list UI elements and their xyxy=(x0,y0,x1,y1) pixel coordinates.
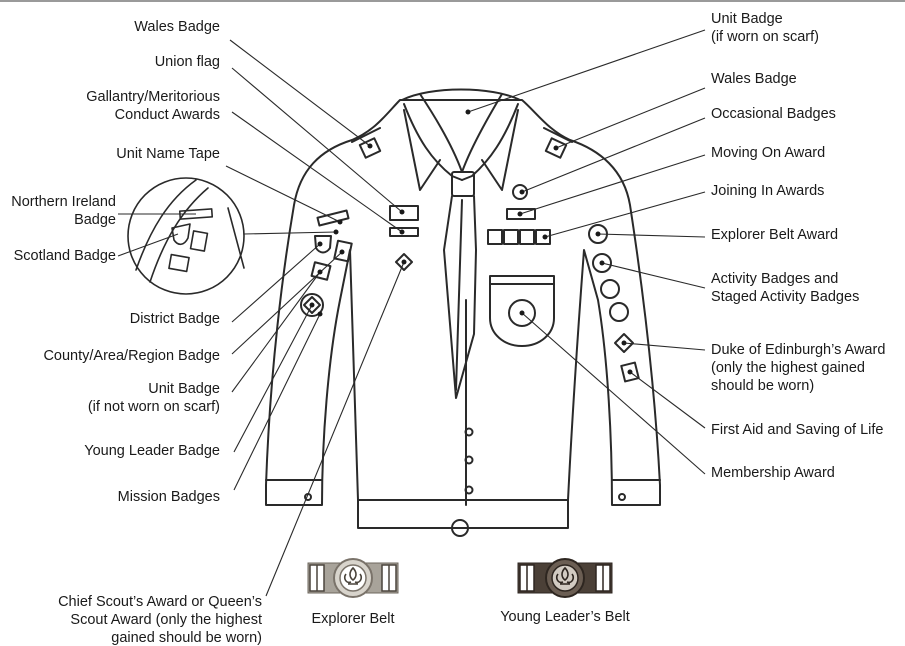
young-leaders-belt-illustration xyxy=(517,558,613,598)
label-scotland-badge: Scotland Badge xyxy=(13,248,116,264)
scarf-tail xyxy=(443,195,477,399)
button xyxy=(464,427,474,437)
membership-badge xyxy=(508,299,536,327)
inset-scotland xyxy=(171,223,191,246)
union-flag-badge xyxy=(389,205,419,221)
collar-right xyxy=(481,109,519,191)
fleur-de-lis-icon xyxy=(556,566,574,585)
first-aid-badge xyxy=(620,361,640,383)
label-first-aid: First Aid and Saving of Life xyxy=(711,422,884,438)
inset-circle xyxy=(127,177,245,295)
label-moving-on-award: Moving On Award xyxy=(711,145,826,161)
unit-badge xyxy=(310,261,332,281)
label-chief-scout-award: Chief Scout’s Award or Queen’s Scout Awa… xyxy=(58,594,262,646)
inset-ni-tape xyxy=(178,208,214,220)
label-gallantry: Gallantry/Meritorious Conduct Awards xyxy=(86,89,220,123)
epaulette-left xyxy=(351,127,381,143)
epaulette-right xyxy=(543,127,573,143)
moving-on-badge xyxy=(512,184,528,200)
collar-band xyxy=(401,88,521,101)
young-leader-badge xyxy=(300,293,324,317)
gallantry-bar xyxy=(389,227,419,237)
label-explorer-belt-award: Explorer Belt Award xyxy=(711,227,839,243)
scarf-left xyxy=(403,103,463,181)
woggle xyxy=(451,171,475,197)
button xyxy=(464,455,474,465)
district-badge xyxy=(314,235,332,254)
chief-scout-badge xyxy=(395,253,413,271)
scarf-inner xyxy=(419,93,503,173)
explorer-belt-illustration xyxy=(307,558,399,598)
label-wales-badge-left: Wales Badge xyxy=(134,19,220,35)
top-border xyxy=(0,0,905,2)
activity-badge-2 xyxy=(600,279,620,299)
scarf-right xyxy=(461,103,519,181)
label-unit-badge-scarf: Unit Badge (if worn on scarf) xyxy=(711,11,819,45)
belt-buckle xyxy=(451,519,469,537)
occasional-badge xyxy=(506,208,536,220)
collar-left xyxy=(403,109,441,191)
joining-in-1 xyxy=(487,229,503,245)
inset-unit xyxy=(168,253,190,273)
dofe-badge xyxy=(614,333,634,353)
label-unit-name-tape: Unit Name Tape xyxy=(116,146,220,162)
inset-county xyxy=(189,230,209,252)
wales-badge-right xyxy=(544,137,568,159)
activity-badge-3 xyxy=(609,302,629,322)
county-badge xyxy=(333,239,353,263)
activity-badge-1 xyxy=(592,253,612,273)
label-union-flag: Union flag xyxy=(154,54,220,70)
label-unit-badge-sleeve: Unit Badge (if not worn on scarf) xyxy=(87,381,220,415)
label-northern-ireland: Northern Ireland Badge xyxy=(11,194,116,228)
label-joining-in-awards: Joining In Awards xyxy=(711,183,825,199)
wales-badge-left xyxy=(358,137,382,159)
pocket xyxy=(489,275,555,347)
label-membership-award: Membership Award xyxy=(711,465,835,481)
fleur-de-lis-icon xyxy=(344,566,362,585)
joining-in-2 xyxy=(503,229,519,245)
label-activity-badges: Activity Badges and Staged Activity Badg… xyxy=(711,271,860,305)
joining-in-4 xyxy=(535,229,551,245)
joining-in-3 xyxy=(519,229,535,245)
label-explorer-belt: Explorer Belt xyxy=(311,611,395,627)
button xyxy=(464,485,474,495)
label-mission-badges: Mission Badges xyxy=(117,489,220,505)
label-occasional-badges: Occasional Badges xyxy=(711,106,836,122)
label-county-badge: County/Area/Region Badge xyxy=(43,348,220,364)
label-district-badge: District Badge xyxy=(129,311,220,327)
label-duke-of-edinburgh: Duke of Edinburgh’s Award (only the high… xyxy=(711,342,886,394)
label-young-leaders-belt: Young Leader’s Belt xyxy=(500,609,630,625)
unit-name-tape xyxy=(316,209,350,227)
label-young-leader-badge: Young Leader Badge xyxy=(84,443,220,459)
label-wales-badge-right: Wales Badge xyxy=(711,71,797,87)
shirt-outline xyxy=(265,99,661,529)
